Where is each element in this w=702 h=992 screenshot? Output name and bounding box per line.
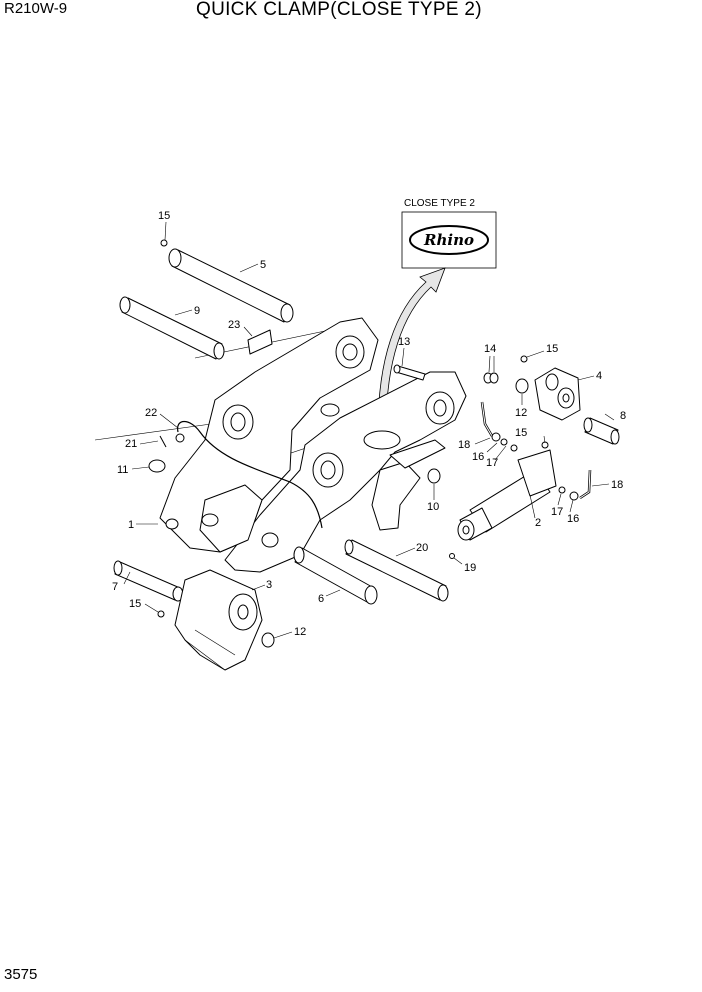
hose-18a: [480, 401, 494, 437]
callout-13: 13: [398, 336, 410, 348]
callout-2: 2: [535, 517, 541, 529]
model-code: R210W-9: [4, 0, 68, 17]
hose-18b: [579, 469, 592, 500]
pin-5: [168, 248, 294, 323]
callout-12: 12: [515, 407, 527, 419]
callout-4: 4: [596, 370, 602, 382]
page-title: QUICK CLAMP(CLOSE TYPE 2): [196, 0, 482, 20]
callout-15: 15: [515, 427, 527, 439]
callout-10: 10: [427, 501, 439, 513]
callout-16: 16: [472, 451, 484, 463]
callout-5: 5: [260, 259, 266, 271]
bolt-13: [393, 364, 426, 381]
page-number: 3575: [4, 966, 38, 983]
callout-12: 12: [294, 626, 306, 638]
cotter-21: [159, 435, 167, 448]
callout-19: 19: [464, 562, 476, 574]
pin-8: [583, 417, 620, 445]
callout-1: 1: [128, 519, 134, 531]
callout-23: 23: [228, 319, 240, 331]
inset-close-type-2: CLOSE TYPE 2 Rhino: [401, 198, 497, 269]
inset-label: CLOSE TYPE 2: [404, 198, 475, 209]
rhino-logo-text: Rhino: [423, 231, 474, 249]
bracket-4: [534, 367, 581, 421]
pin-19: [449, 553, 455, 559]
callout-9: 9: [194, 305, 200, 317]
quick-clamp-frame: [159, 317, 467, 573]
callout-15: 15: [158, 210, 170, 222]
callout-8: 8: [620, 410, 626, 422]
callout-16: 16: [567, 513, 579, 525]
ring-12b: [261, 632, 275, 648]
fittings-16-17a: [491, 432, 518, 452]
ring-11: [148, 459, 166, 473]
callout-15: 15: [546, 343, 558, 355]
callout-20: 20: [416, 542, 428, 554]
callout-17: 17: [486, 457, 498, 469]
connector-22: [175, 433, 185, 443]
callout-18: 18: [611, 479, 623, 491]
callout-18: 18: [458, 439, 470, 451]
pin-9: [119, 296, 225, 360]
pin-7: [113, 560, 184, 602]
grease-nipple-15c: [157, 610, 165, 618]
callout-17: 17: [551, 506, 563, 518]
callout-14: 14: [484, 343, 496, 355]
grease-nipple-15a: [160, 239, 168, 247]
ring-12a: [515, 378, 529, 394]
callout-labels: 15 5 9 23 13 14 15 4 12 8 18 16 17 15 18…: [112, 210, 626, 638]
callout-leaders: [123, 221, 615, 639]
callout-15: 15: [129, 598, 141, 610]
wire-22: [177, 420, 323, 529]
grease-nipple-15b: [520, 355, 528, 363]
pin-20: [344, 539, 449, 602]
ring-10: [427, 468, 441, 484]
callout-11: 11: [117, 464, 128, 476]
decal-23: [247, 329, 273, 355]
fittings-16-17b: [558, 486, 579, 501]
fittings-14: [483, 372, 499, 384]
hydraulic-cylinder-2: [457, 441, 557, 541]
wedge-block-3: [174, 569, 263, 671]
pin-6: [293, 546, 378, 605]
callout-7: 7: [112, 581, 118, 593]
callout-6: 6: [318, 593, 324, 605]
callout-22: 22: [145, 407, 157, 419]
callout-21: 21: [125, 438, 137, 450]
callout-3: 3: [266, 579, 272, 591]
